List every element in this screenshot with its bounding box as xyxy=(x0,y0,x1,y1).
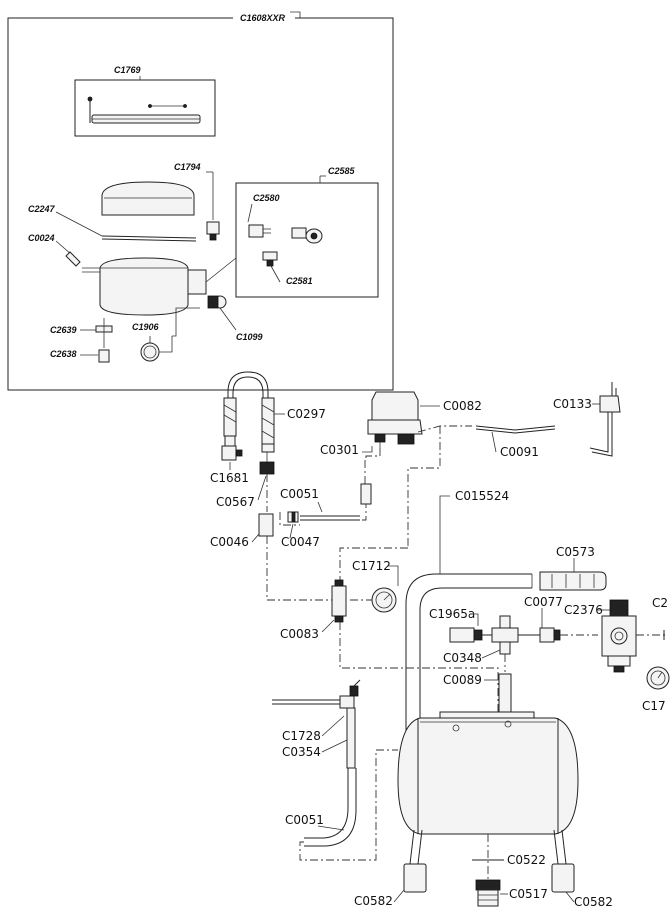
label-c2-cut: C2 xyxy=(652,596,668,610)
label-c0091: C0091 xyxy=(500,445,539,459)
part-c17-cut-gauge: C17 xyxy=(642,666,670,713)
part-c0133: C0133 xyxy=(553,382,621,457)
part-c1728: C1728 xyxy=(272,699,345,743)
label-c0047: C0047 xyxy=(281,535,320,549)
label-c2247: C2247 xyxy=(28,204,56,214)
part-c1681: C1681 xyxy=(210,435,249,485)
part-c0051-top: C0051 xyxy=(279,487,367,526)
part-c0348: C0348 xyxy=(443,615,540,665)
part-c0522: C0522 xyxy=(472,834,546,880)
wire-to-tank xyxy=(339,622,499,712)
label-c2585: C2585 xyxy=(328,166,356,176)
label-c17-cut: C17 xyxy=(642,699,666,713)
label-c1681: C1681 xyxy=(210,471,249,485)
part-c0089: C0089 xyxy=(443,654,512,719)
label-c2581: C2581 xyxy=(286,276,313,286)
part-c0091: C0091 xyxy=(407,425,556,548)
label-c0051-top: C0051 xyxy=(280,487,319,501)
label-c2638: C2638 xyxy=(50,349,77,359)
label-c0133: C0133 xyxy=(553,397,592,411)
part-c0301: C0301 xyxy=(320,443,381,505)
label-c0082: C0082 xyxy=(443,399,482,413)
label-c1769: C1769 xyxy=(114,65,141,75)
label-c0573: C0573 xyxy=(556,545,595,559)
label-c0354: C0354 xyxy=(282,745,321,759)
label-c0024: C0024 xyxy=(28,233,55,243)
part-c0083: C0083 xyxy=(280,579,372,641)
part-c2638: C2638 xyxy=(50,349,110,363)
part-c2639: C2639 xyxy=(50,318,113,348)
part-c0567: C0567 xyxy=(216,443,275,509)
label-c0522: C0522 xyxy=(507,853,546,867)
part-c0573: C0573 xyxy=(539,545,607,591)
label-c2639: C2639 xyxy=(50,325,77,335)
part-c0047: C0047 xyxy=(281,511,320,549)
label-c0301: C0301 xyxy=(320,443,359,457)
label-c1794: C1794 xyxy=(174,162,201,172)
label-c1728: C1728 xyxy=(282,729,321,743)
compressor-body xyxy=(82,257,207,316)
label-c0077: C0077 xyxy=(524,595,563,609)
air-tank xyxy=(397,711,579,835)
label-c0582-right: C0582 xyxy=(574,895,613,909)
part-c0082: C0082 xyxy=(367,391,482,448)
label-c1608xxr: C1608XXR xyxy=(240,13,286,23)
part-c0077: C0077 xyxy=(524,595,598,643)
wire-switch-to-c0083 xyxy=(339,547,408,580)
part-c2585: C2585 C2580 C2581 xyxy=(205,166,379,298)
compressor-cover xyxy=(101,181,195,216)
part-c0024: C0024 xyxy=(28,233,81,267)
part-c1712: C1712 xyxy=(352,559,399,613)
part-c0582-left: C0582 xyxy=(354,863,427,908)
tank-legs xyxy=(409,829,567,865)
label-c1965a: C1965a xyxy=(429,607,475,621)
part-c0582-right: C0582 xyxy=(551,863,613,909)
kit-box-c1608xxr: C1608XXR xyxy=(7,11,394,391)
label-c0348: C0348 xyxy=(443,651,482,665)
part-c0046: C0046 xyxy=(210,474,274,549)
label-c0089: C0089 xyxy=(443,673,482,687)
part-c2376-regulator: C2376 C2 xyxy=(564,596,668,673)
part-c0354: C0354 xyxy=(282,679,361,769)
part-c1099: C1099 xyxy=(207,295,263,342)
part-c1769: C1769 xyxy=(74,65,216,137)
label-c0297: C0297 xyxy=(287,407,326,421)
label-c015524: C015524 xyxy=(455,489,509,503)
label-c0582-left: C0582 xyxy=(354,894,393,908)
part-c0517: C0517 xyxy=(475,879,548,907)
label-c0046: C0046 xyxy=(210,535,249,549)
wire-to-c0083 xyxy=(266,536,332,601)
part-c015524: C015524 xyxy=(405,489,533,768)
label-c0517: C0517 xyxy=(509,887,548,901)
label-c2376: C2376 xyxy=(564,603,603,617)
part-c1794: C1794 xyxy=(174,162,220,241)
label-c1906: C1906 xyxy=(132,322,160,332)
part-c1906: C1906 xyxy=(132,307,200,362)
label-c2580: C2580 xyxy=(253,193,280,203)
part-c0297-hose: C0297 xyxy=(223,371,326,445)
label-c1099: C1099 xyxy=(236,332,263,342)
label-c0083: C0083 xyxy=(280,627,319,641)
part-c0051-bottom: C0051 xyxy=(285,749,398,861)
label-c0567: C0567 xyxy=(216,495,255,509)
part-c2247: C2247 xyxy=(28,204,197,242)
part-c1965a: C1965a xyxy=(429,607,483,643)
label-c0051-bottom: C0051 xyxy=(285,813,324,827)
label-c1712: C1712 xyxy=(352,559,391,573)
